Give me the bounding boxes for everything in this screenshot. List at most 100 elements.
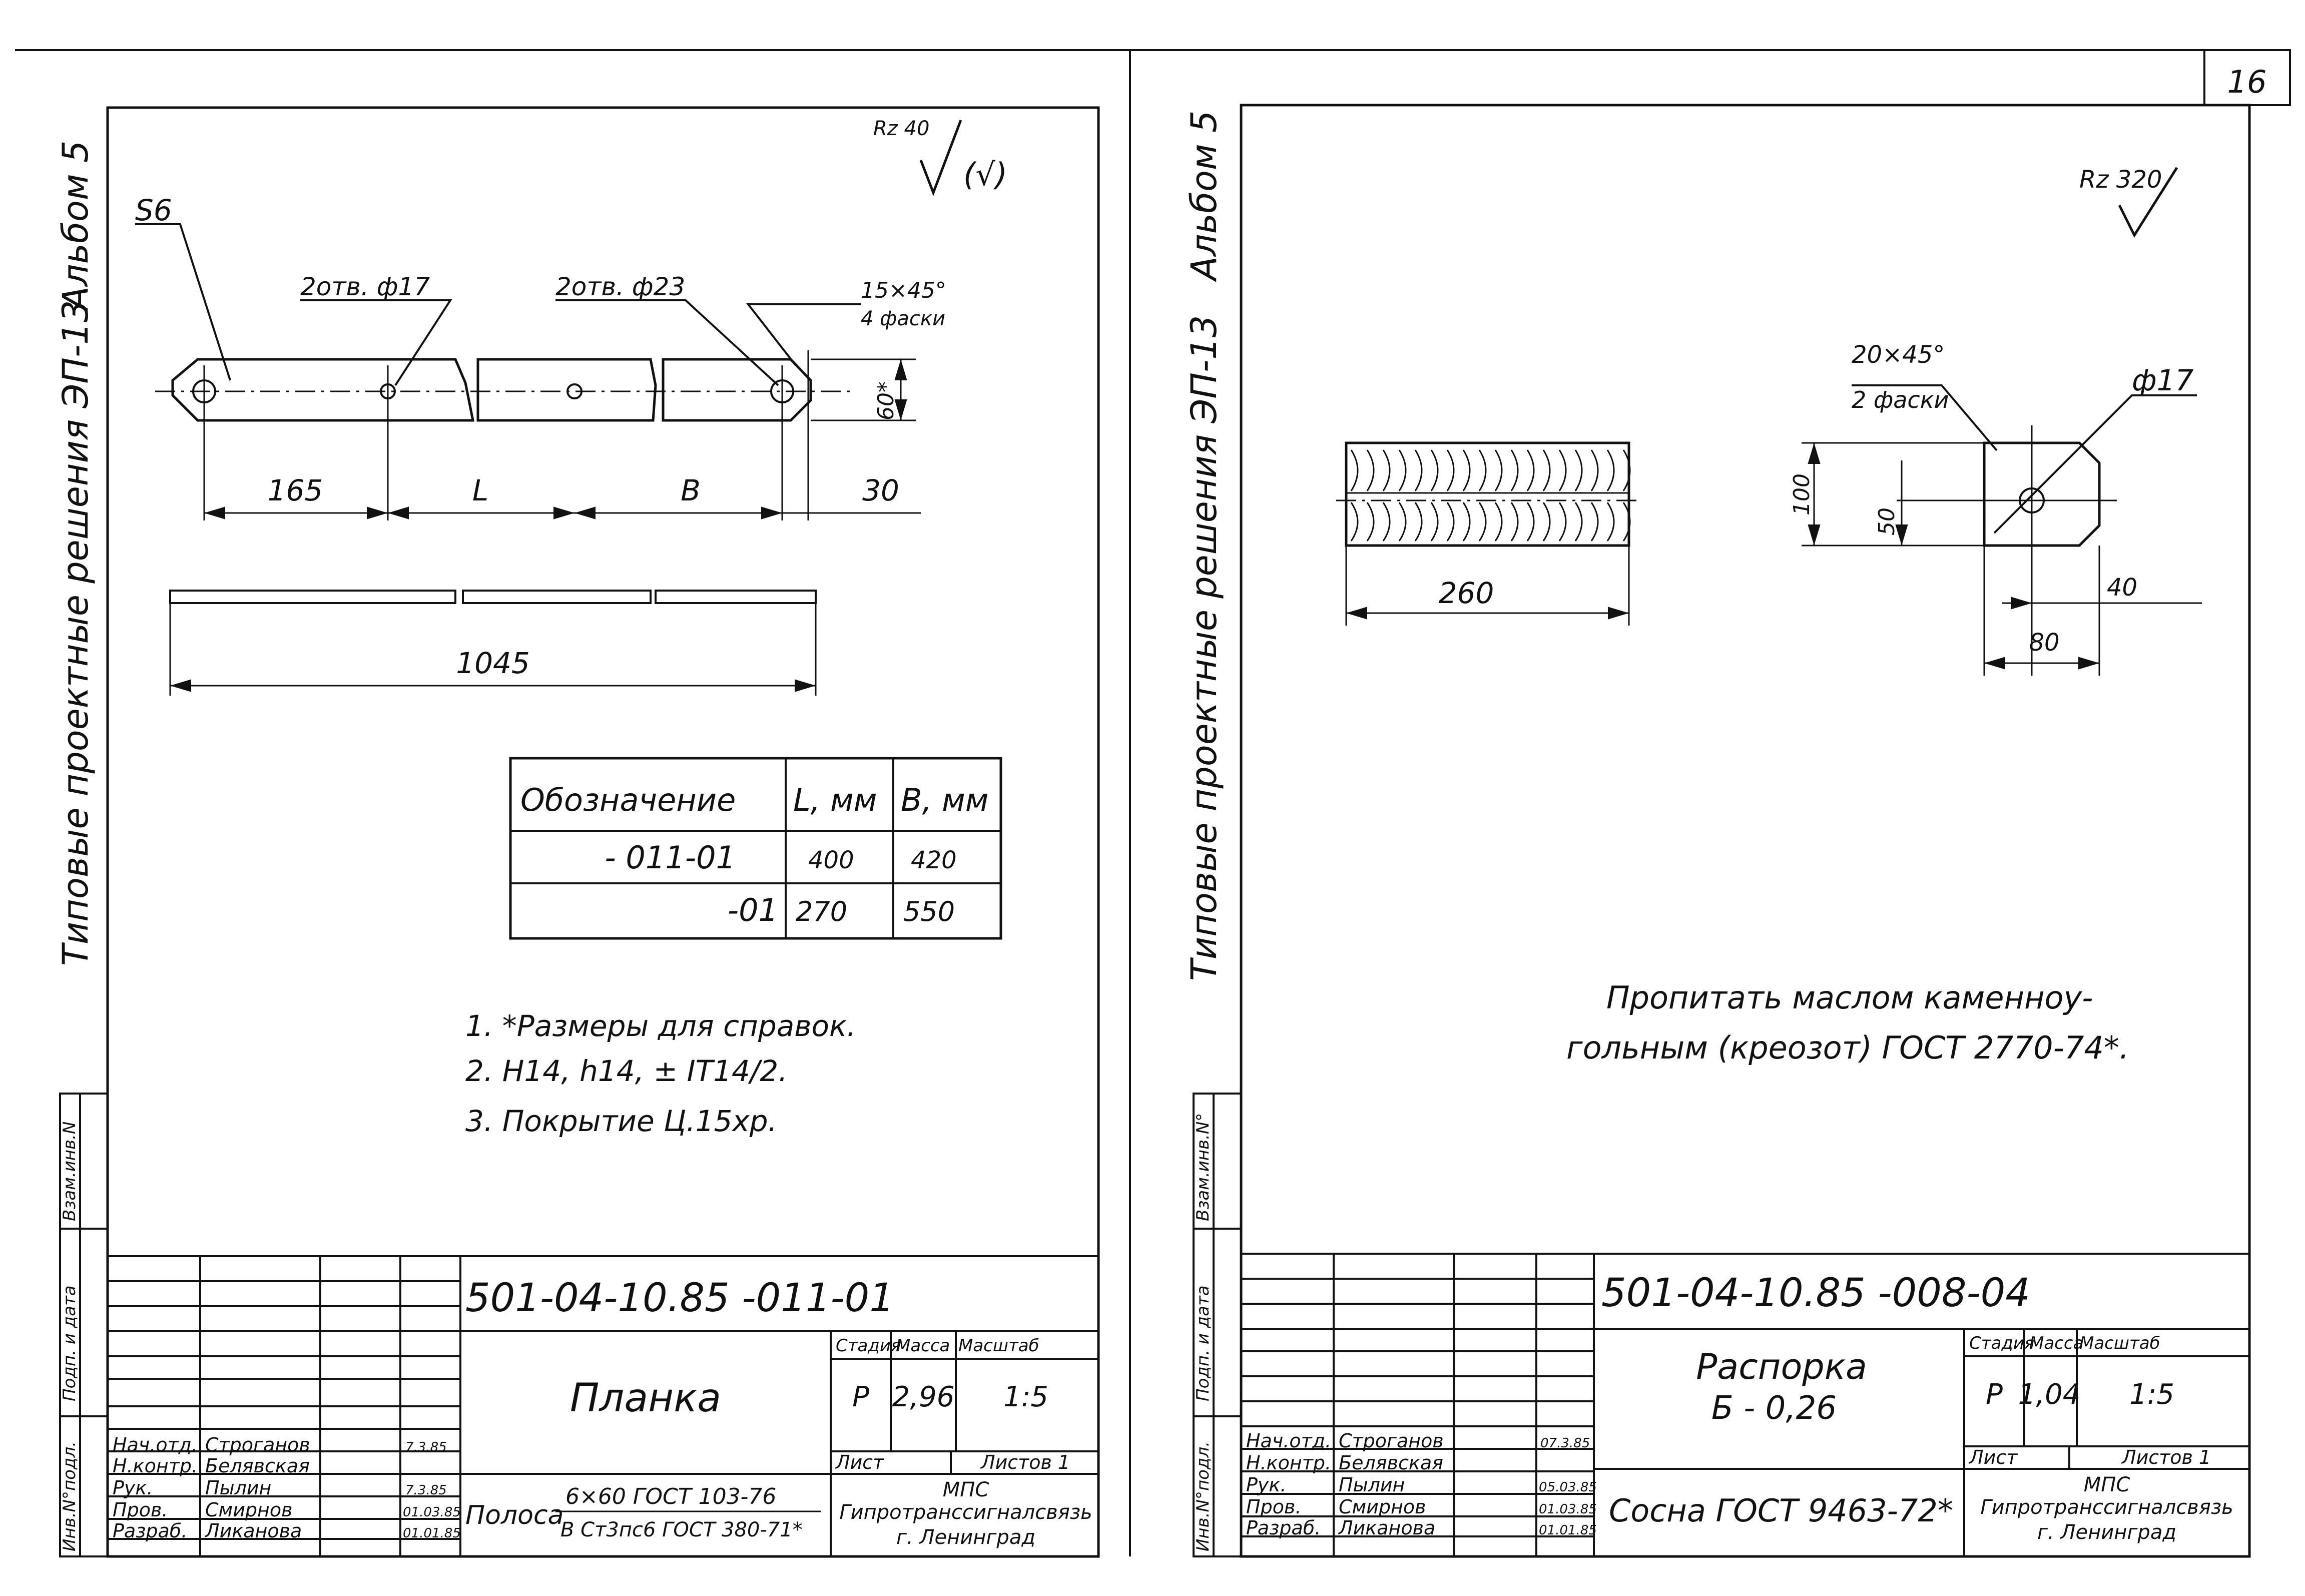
right-part-name-2: Б - 0,26 xyxy=(1711,1390,1837,1427)
wood-grain-arc xyxy=(1398,449,1407,491)
wood-grain-arc xyxy=(1510,502,1519,542)
right-hdr-scale: Масштаб xyxy=(2079,1333,2160,1353)
svg-text:Смирнов: Смирнов xyxy=(1339,1496,1426,1518)
svg-text:Н.контр.: Н.контр. xyxy=(1246,1452,1331,1474)
table-row-1-b: 420 xyxy=(911,846,957,874)
table-header-b: B, мм xyxy=(901,782,989,818)
right-roughness-mark: Rz 320 xyxy=(2079,166,2178,238)
right-side-columns xyxy=(1193,1093,1242,1557)
table-row-2-b: 550 xyxy=(903,896,955,927)
wood-grain-arc xyxy=(1350,502,1359,542)
left-material-bottom: В Ст3пс6 ГОСТ 380-71* xyxy=(560,1518,803,1541)
note-2: 2. H14, h14, ± IT14/2. xyxy=(465,1054,788,1088)
left-org-3: г. Ленинград xyxy=(896,1526,1035,1549)
wood-grain-arc xyxy=(1606,449,1615,491)
right-doc-number: 501-04-10.85 -008-04 xyxy=(1601,1271,2030,1316)
wood-grain-arc xyxy=(1366,449,1375,491)
left-title-block xyxy=(108,1255,1098,1556)
svg-text:Ликанова: Ликанова xyxy=(1338,1517,1435,1539)
part-label: S6 xyxy=(135,193,172,227)
holes-b-label: 2отв. ф23 xyxy=(555,272,685,301)
left-staff-list: Нач.отд. Строганов 7.3.85 Н.контр. Беляв… xyxy=(113,1434,461,1542)
right-note-line-1: Пропитать маслом каменноу- xyxy=(1606,979,2093,1016)
right-hdr-sheet: Лист xyxy=(1968,1446,2018,1468)
right-title-block xyxy=(1241,1253,2249,1556)
svg-text:07.3.85: 07.3.85 xyxy=(1540,1436,1590,1451)
wood-grain-arc xyxy=(1526,502,1535,542)
left-val-scale: 1:5 xyxy=(1003,1381,1048,1413)
dim-30: 30 xyxy=(862,473,899,507)
svg-text:Разраб.: Разраб. xyxy=(113,1520,187,1542)
left-val-stage: Р xyxy=(852,1381,869,1413)
dim-260: 260 xyxy=(1439,576,1494,610)
wood-grain-arc xyxy=(1494,449,1503,491)
right-val-scale: 1:5 xyxy=(2129,1378,2174,1411)
wood-grain-arc xyxy=(1430,449,1439,491)
right-margin-series: Типовые проектные решения ЭП-13 xyxy=(1184,315,1225,981)
page-number: 16 xyxy=(2227,64,2267,100)
wood-grain-arc xyxy=(1366,502,1375,542)
svg-text:Пров.: Пров. xyxy=(113,1499,168,1521)
wood-grain-arc xyxy=(1606,502,1615,542)
dim-165: 165 xyxy=(268,473,323,507)
dim-40: 40 xyxy=(2107,574,2137,602)
svg-text:Белявская: Белявская xyxy=(1339,1452,1443,1474)
svg-text:7.3.85: 7.3.85 xyxy=(405,1440,447,1455)
wood-grain-arc xyxy=(1542,502,1551,542)
wood-grain-arc xyxy=(1590,502,1599,542)
left-col-replace: Взам.инв.N xyxy=(60,1122,80,1221)
right-chamfer-label: 20×45° xyxy=(1852,341,1945,369)
svg-text:05.03.85: 05.03.85 xyxy=(1539,1480,1597,1495)
left-col-sign: Подп. и дата xyxy=(60,1285,80,1401)
wood-grain-arc xyxy=(1350,449,1359,491)
left-roughness-mark: Rz 40 (√) xyxy=(873,117,1007,197)
dim-l: L xyxy=(472,473,488,507)
svg-text:Н.контр.: Н.контр. xyxy=(113,1455,198,1477)
left-doc-number: 501-04-10.85 -011-01 xyxy=(465,1276,894,1321)
right-margin-album: Альбом 5 xyxy=(1184,111,1225,282)
right-val-mass: 1,04 xyxy=(2018,1378,2081,1411)
wood-grain-arc xyxy=(1462,502,1471,542)
svg-text:Белявская: Белявская xyxy=(205,1455,310,1477)
wood-grain-arc xyxy=(1574,502,1583,542)
left-notes: 1. *Размеры для справок. 2. H14, h14, ± … xyxy=(465,1009,856,1138)
dim-b: B xyxy=(681,473,701,507)
right-col-replace: Взам.инв.N° xyxy=(1193,1113,1213,1221)
left-hdr-sheet: Лист xyxy=(835,1451,885,1473)
right-org-1: МПС xyxy=(2084,1473,2130,1496)
chamfer-label: 15×45° xyxy=(861,278,946,303)
left-org-1: МПС xyxy=(943,1478,989,1501)
left-material-label: Полоса xyxy=(465,1500,563,1530)
left-frame xyxy=(106,106,1100,1558)
right-org-3: г. Ленинград xyxy=(2037,1521,2176,1544)
right-part-name-1: Распорка xyxy=(1696,1346,1867,1387)
left-side-columns xyxy=(59,1093,109,1557)
wood-grain-arc xyxy=(1590,449,1599,491)
svg-text:Ликанова: Ликанова xyxy=(204,1520,302,1542)
wood-grain-arc xyxy=(1622,449,1631,491)
svg-text:Rz 40: Rz 40 xyxy=(873,117,929,140)
table-header-designation: Обозначение xyxy=(520,782,736,818)
svg-text:Рук.: Рук. xyxy=(1246,1474,1286,1496)
svg-text:(√): (√) xyxy=(963,156,1007,193)
wood-grain-arc xyxy=(1526,449,1535,491)
wood-grain-arc xyxy=(1574,449,1583,491)
left-val-mass: 2,96 xyxy=(892,1381,955,1413)
wood-grain-arc xyxy=(1398,502,1407,542)
table-row-1-l: 400 xyxy=(808,846,854,874)
dim-total: 1045 xyxy=(456,646,530,680)
dim-80: 80 xyxy=(2029,629,2059,657)
note-1: 1. *Размеры для справок. xyxy=(465,1009,856,1043)
svg-text:Смирнов: Смирнов xyxy=(205,1499,293,1521)
left-hdr-scale: Масштаб xyxy=(958,1336,1039,1356)
table-row-2-l: 270 xyxy=(796,896,847,927)
wood-grain-arc xyxy=(1478,502,1487,542)
left-hdr-stage: Стадия xyxy=(836,1336,901,1356)
beam-side-view: 260 xyxy=(1336,441,1639,626)
svg-text:Строганов: Строганов xyxy=(205,1434,310,1456)
beam-section-view: 20×45° 2 фаски ф17 100 50 40 80 xyxy=(1789,341,2202,676)
chamfer-count-label: 4 фаски xyxy=(861,307,945,330)
table-row-2-designation: -01 xyxy=(728,892,778,928)
svg-text:Rz 320: Rz 320 xyxy=(2079,166,2162,194)
left-part-view: S6 2отв. ф17 2отв. ф23 15×45° 4 фаски 16… xyxy=(135,193,946,696)
